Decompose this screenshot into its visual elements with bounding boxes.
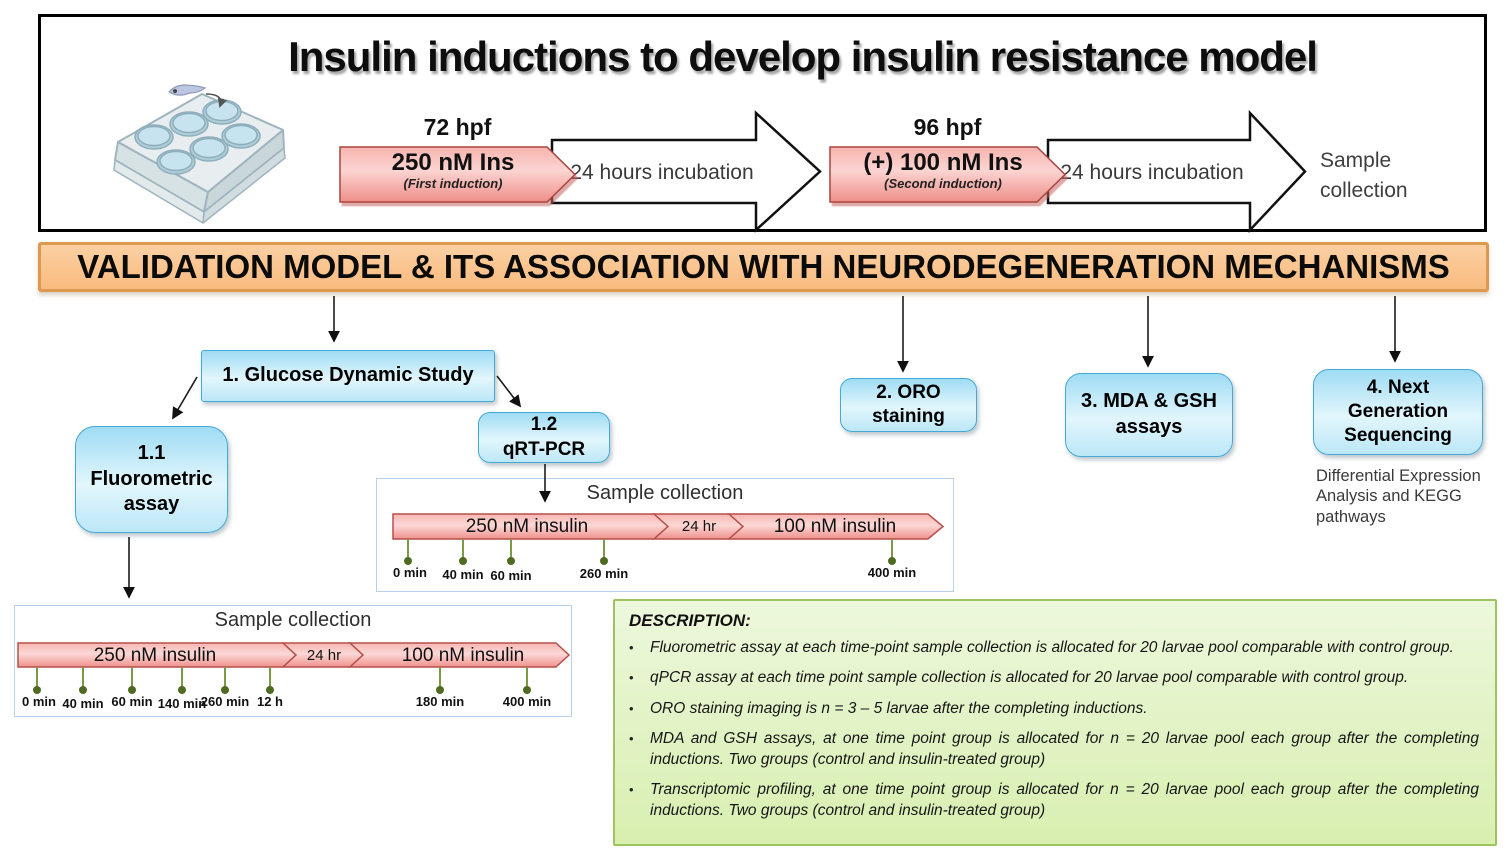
plate-base-side (202, 147, 286, 224)
bullet-marker: • (629, 782, 634, 798)
transfer-arrow (205, 93, 227, 108)
bullet-text: qPCR assay at each time point sample col… (650, 669, 1409, 687)
arrow-glucose-to-fluorometric (172, 376, 198, 420)
timeline-a-segments (17, 642, 571, 668)
validation-banner: VALIDATION MODEL & ITS ASSOCIATION WITH … (38, 242, 1489, 292)
timeline-b-tick-dots (404, 557, 896, 565)
first-induction-dose: 250 nM Ins (391, 149, 515, 176)
tick-label: 400 min (868, 565, 916, 580)
timeline-a-tick-dots (33, 686, 531, 694)
description-box: DESCRIPTION: • Fluorometric assay at each… (613, 599, 1497, 846)
tick-label: 260 min (201, 694, 249, 709)
validation-banner-title: VALIDATION MODEL & ITS ASSOCIATION WITH … (77, 248, 1450, 285)
mda-gsh-assays-box: 3. MDA & GSH assays (1065, 373, 1233, 457)
timeline-b-seg2-label: 24 hr (682, 518, 716, 535)
arrow-glucose-to-qpcr (496, 375, 522, 408)
tick-label: 140 min (158, 696, 206, 711)
bullet-marker: • (629, 640, 634, 655)
stage2-time-label: 96 hpf (913, 114, 982, 140)
qpcr-timeline: 250 nM insulin 24 hr 100 nM insulin 0 mi… (392, 513, 945, 583)
zebrafish-larva-icon (168, 84, 207, 96)
timeline-a-seg2-label: 24 hr (307, 647, 341, 664)
main-title: Insulin inductions to develop insulin re… (288, 33, 1318, 80)
timeline-b-seg3-label: 100 nM insulin (774, 516, 897, 537)
qrt-pcr-box: 1.2 qRT-PCR (478, 412, 610, 463)
sample-collection-end-label: Sample collection (1320, 149, 1408, 203)
tick-label: 400 min (503, 694, 551, 709)
description-bullet: • Fluorometric assay at each time-point s… (629, 638, 1479, 658)
timeline-b-tick-stems (407, 539, 893, 558)
plate-wells (134, 99, 261, 175)
description-bullet: • MDA and GSH assays, at one time point g… (629, 729, 1479, 770)
bullet-marker: • (629, 731, 634, 747)
description-bullet: • ORO staining imaging is n = 3 – 5 larva… (629, 699, 1479, 719)
timeline-b-seg1-label: 250 nM insulin (466, 516, 589, 537)
description-bullet: • qPCR assay at each time point sample co… (629, 668, 1479, 688)
description-bullet: • Transcriptomic profiling, at one time p… (629, 780, 1479, 821)
first-induction-sublabel: (First induction) (403, 176, 503, 192)
description-heading: DESCRIPTION: (629, 611, 751, 630)
tick-label: 60 min (490, 568, 531, 583)
panel-a-title: Sample collection (214, 609, 372, 631)
second-induction-dose: (+) 100 nM Ins (863, 149, 1023, 176)
bullet-text: Fluorometric assay at each time-point sa… (650, 639, 1454, 656)
tick-label: 60 min (111, 694, 152, 709)
timeline-a-seg1-label: 250 nM insulin (94, 645, 217, 666)
bullet-marker: • (629, 670, 634, 686)
bullet-text: ORO staining imaging is n = 3 – 5 larvae… (650, 699, 1148, 717)
bullet-text: Transcriptomic profiling, at one time po… (650, 781, 1479, 819)
ngs-analysis-note: Differential Expression Analysis and KEG… (1316, 467, 1481, 526)
six-well-plate-icon (113, 84, 286, 224)
tick-label: 12 h (257, 694, 283, 709)
second-induction-label: (+) 100 nM Ins (Second induction) (832, 149, 1054, 192)
tick-label: 180 min (416, 694, 464, 709)
timeline-a-seg3-label: 100 nM insulin (402, 645, 525, 666)
bullet-text: MDA and GSH assays, at one time point gr… (650, 730, 1479, 768)
tick-label: 40 min (442, 567, 483, 582)
oro-staining-box: 2. ORO staining (840, 378, 977, 432)
timeline-a-tick-stems (36, 667, 528, 687)
next-generation-sequencing-box: 4. Next Generation Sequencing (1313, 369, 1483, 455)
tick-label: 0 min (22, 694, 56, 709)
tick-label: 260 min (580, 566, 628, 581)
second-induction-sublabel: (Second induction) (884, 176, 1002, 192)
fluorometric-assay-box: 1.1 Fluorometric assay (75, 426, 228, 533)
first-induction-label: 250 nM Ins (First induction) (342, 149, 564, 192)
tick-label: 0 min (393, 565, 427, 580)
stage1-time-label: 72 hpf (423, 114, 492, 140)
description-bullet-list: • Fluorometric assay at each time-point s… (629, 638, 1479, 821)
fluorometric-sample-collection-panel: Sample collection 250 nM insulin 24 hr 1… (14, 605, 572, 717)
qpcr-sample-collection-panel: Sample collection 250 nM insulin 24 hr 1… (376, 478, 954, 592)
glucose-dynamic-study-box: 1. Glucose Dynamic Study (201, 350, 495, 402)
timeline-b-segments (392, 513, 945, 540)
panel-b-title: Sample collection (586, 482, 744, 504)
tick-label: 40 min (62, 696, 103, 711)
fluorometric-timeline: 250 nM insulin 24 hr 100 nM insulin 0 mi… (17, 642, 571, 711)
bullet-marker: • (629, 700, 634, 716)
